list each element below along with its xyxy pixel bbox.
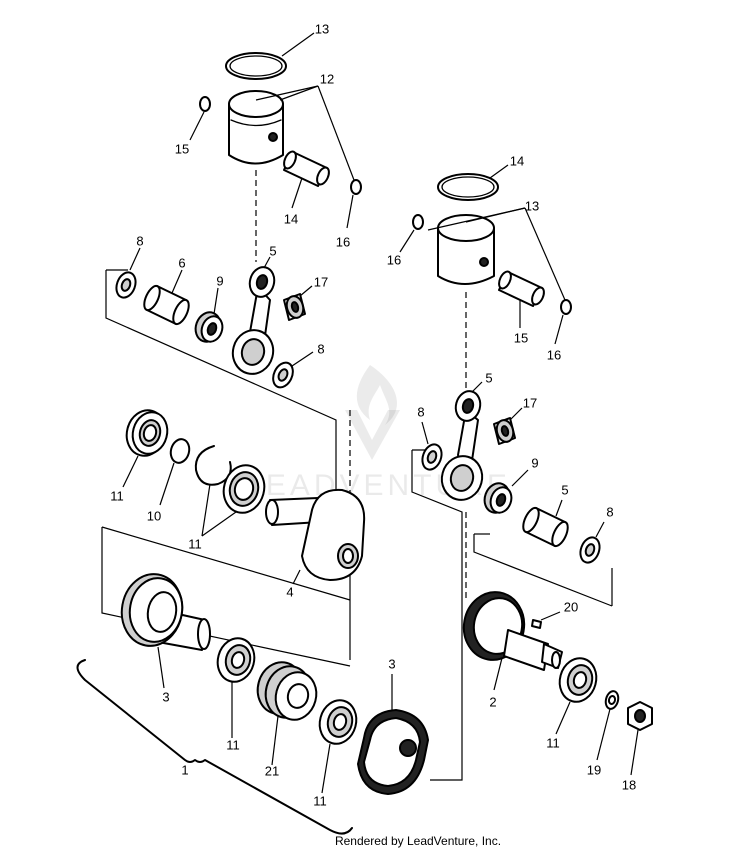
callout-19: 19 bbox=[587, 762, 601, 777]
callout-10: 10 bbox=[147, 508, 161, 523]
callout-13-left: 12 bbox=[320, 71, 334, 86]
callout-7-left: 6 bbox=[178, 255, 185, 270]
part-3-crank-wheel-center-drawing bbox=[357, 709, 429, 795]
part-9-needle-bearing-left-drawing bbox=[194, 311, 224, 343]
part-8-thrust-washer-right-upper-drawing bbox=[421, 443, 443, 471]
part-9-needle-bearing-right-drawing bbox=[483, 482, 513, 514]
part-18-nut-drawing bbox=[627, 701, 653, 731]
part-1-brace-drawing bbox=[76, 659, 353, 835]
part-14-piston-pin-left-drawing bbox=[283, 150, 330, 187]
callout-12: 11 bbox=[188, 536, 202, 551]
callout-16-left-b: 16 bbox=[336, 234, 350, 249]
callout-8-right-lower: 8 bbox=[606, 504, 613, 519]
callout-16-left-a: 15 bbox=[175, 141, 189, 156]
part-3-crank-wheel-left-drawing bbox=[120, 573, 211, 651]
callout-11-right: 11 bbox=[546, 735, 560, 750]
part-11-bearing-upper-drawing bbox=[125, 409, 169, 457]
part-8-thrust-washer-left-upper-drawing bbox=[115, 271, 137, 299]
callout-8-left-upper: 8 bbox=[136, 233, 143, 248]
part-5-connecting-rod-right-drawing bbox=[440, 390, 484, 501]
callout-13-right: 13 bbox=[525, 198, 539, 213]
callout-1: 1 bbox=[181, 762, 188, 777]
callout-8-left-lower: 8 bbox=[317, 341, 324, 356]
callout-9-right: 9 bbox=[531, 455, 538, 470]
part-6-crank-pin-right-drawing bbox=[522, 506, 569, 548]
part-13-piston-left-drawing bbox=[228, 90, 284, 165]
callout-17-left: 17 bbox=[314, 274, 328, 289]
part-19-washer-drawing bbox=[604, 690, 620, 710]
part-15-ring-left-drawing bbox=[225, 52, 287, 80]
part-16-circlip-right-b-drawing bbox=[560, 299, 572, 315]
part-2-crank-half-right-drawing bbox=[462, 591, 563, 671]
callout-20: 20 bbox=[564, 599, 578, 614]
part-16-circlip-left-b-drawing bbox=[350, 179, 362, 195]
part-15-ring-right-drawing bbox=[437, 173, 499, 201]
callout-3-left: 3 bbox=[162, 689, 169, 704]
callout-5-right: 5 bbox=[485, 370, 492, 385]
part-11-bearing-right-drawing bbox=[558, 657, 598, 703]
part-7-crank-pin-left-drawing bbox=[143, 284, 190, 326]
callout-3-center: 3 bbox=[388, 656, 395, 671]
callout-6-right: 5 bbox=[561, 482, 568, 497]
part-16-circlip-left-a-drawing bbox=[199, 96, 211, 112]
callout-8-right-upper: 8 bbox=[417, 404, 424, 419]
callout-5-left: 5 bbox=[269, 243, 276, 258]
callout-15-right: 14 bbox=[510, 153, 524, 168]
callout-14-left: 14 bbox=[284, 211, 298, 226]
part-11-bearing-lower-left-drawing bbox=[216, 637, 256, 683]
part-10-snap-ring-drawing bbox=[169, 438, 191, 464]
part-12-circlip-and-bearing-drawing bbox=[194, 445, 266, 514]
part-13-piston-right-drawing bbox=[437, 214, 495, 285]
part-20-key-drawing bbox=[531, 619, 542, 629]
callout-16-right-b: 16 bbox=[547, 347, 561, 362]
callout-2: 2 bbox=[489, 694, 496, 709]
callout-17-right: 17 bbox=[523, 395, 537, 410]
callout-21: 21 bbox=[265, 763, 279, 778]
part-17-small-end-bearing-right-drawing bbox=[493, 417, 516, 445]
callout-11-lower-center: 11 bbox=[313, 793, 327, 808]
callout-4: 4 bbox=[286, 584, 293, 599]
callout-9-left: 9 bbox=[216, 273, 223, 288]
part-11-bearing-lower-center-drawing bbox=[318, 699, 358, 745]
part-5-connecting-rod-left-drawing bbox=[231, 266, 276, 375]
part-8-thrust-washer-right-lower-drawing bbox=[579, 536, 601, 564]
callout-14-right: 15 bbox=[514, 330, 528, 345]
part-21-labyrinth-seal-drawing bbox=[256, 661, 318, 721]
callout-15-left: 13 bbox=[315, 21, 329, 36]
callout-11-lower-left: 11 bbox=[226, 737, 240, 752]
footer-credit: Rendered by LeadVenture, Inc. bbox=[335, 834, 501, 848]
part-16-circlip-right-a-drawing bbox=[412, 214, 424, 230]
part-8-thrust-washer-left-lower-drawing bbox=[272, 361, 294, 389]
callout-18: 18 bbox=[622, 777, 636, 792]
part-17-small-end-bearing-left-drawing bbox=[283, 293, 306, 321]
part-4-crank-half-left-drawing bbox=[265, 488, 366, 581]
part-14-piston-pin-right-drawing bbox=[498, 270, 545, 307]
callout-16-right-a: 16 bbox=[387, 252, 401, 267]
callout-11-upper: 11 bbox=[110, 488, 124, 503]
